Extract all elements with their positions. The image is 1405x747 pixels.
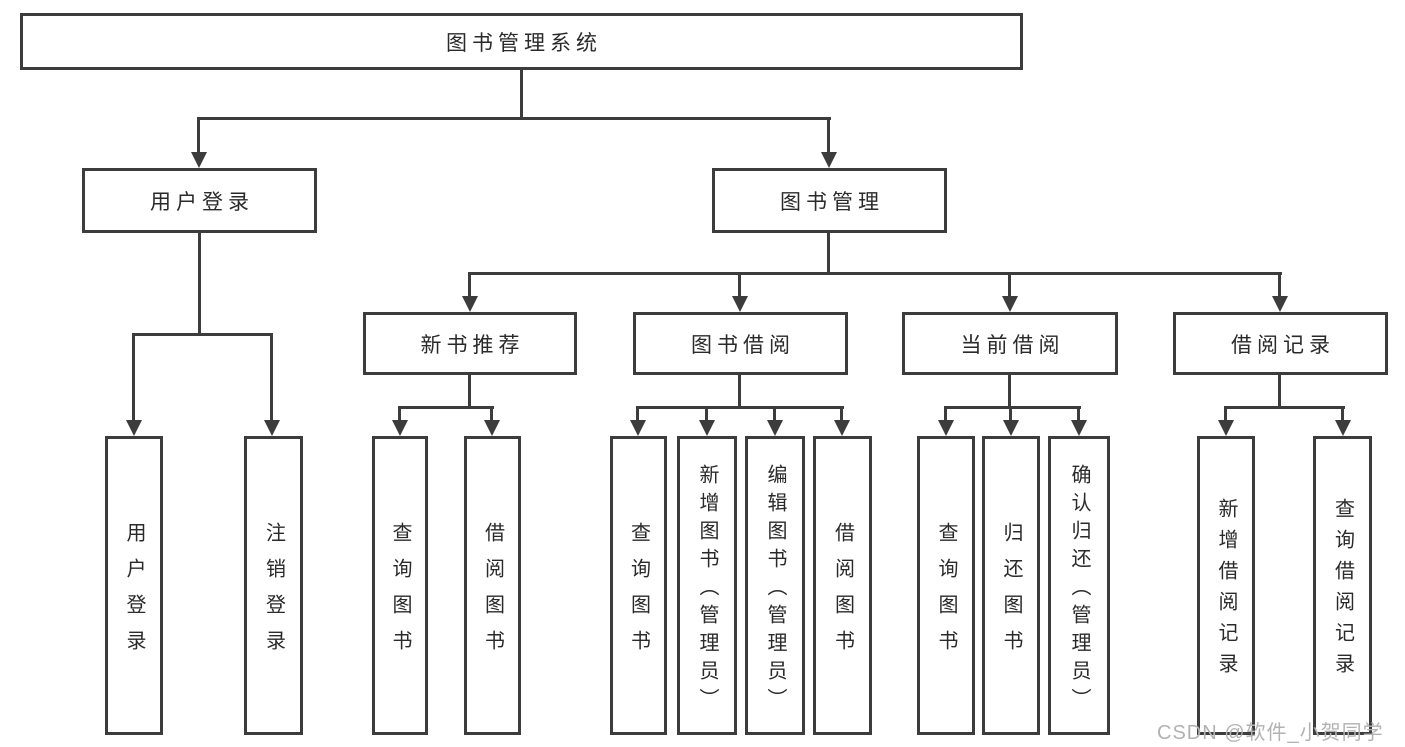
connector-line <box>1224 406 1345 409</box>
node-borrow-records-label: 借阅记录 <box>1231 333 1335 357</box>
leaf-add-borrow-record-label: 新增借阅记录 <box>1215 498 1237 684</box>
leaf-logout: 注销登录 <box>244 436 303 735</box>
node-user-login: 用户登录 <box>82 168 317 233</box>
connector-line <box>738 272 741 298</box>
arrow-down-icon <box>126 420 142 436</box>
arrow-down-icon <box>191 152 207 168</box>
node-current-borrowing-label: 当前借阅 <box>960 333 1065 357</box>
leaf-return-book: 归还图书 <box>982 436 1040 735</box>
node-borrow-records: 借阅记录 <box>1173 312 1388 375</box>
connector-line <box>132 333 273 336</box>
connector-line <box>197 117 200 155</box>
connector-line <box>944 406 947 422</box>
leaf-add-book-admin-label: 新增图书（管理员） <box>696 463 718 716</box>
arrow-down-icon <box>938 420 954 436</box>
csdn-watermark: CSDN @软件_小贺同学 <box>1157 722 1384 744</box>
node-new-book-recommend: 新书推荐 <box>363 312 577 375</box>
leaf-borrow-books-2-label: 借阅图书 <box>831 521 854 666</box>
leaf-query-books-1-label: 查询图书 <box>389 521 411 666</box>
leaf-edit-book-admin-label: 编辑图书（管理员） <box>764 463 786 716</box>
node-book-management: 图书管理 <box>712 168 947 233</box>
leaf-borrow-books-1: 借阅图书 <box>464 436 521 735</box>
leaf-add-borrow-record: 新增借阅记录 <box>1197 436 1255 735</box>
connector-line <box>398 406 401 422</box>
connector-line <box>1009 406 1012 422</box>
node-book-management-label: 图书管理 <box>780 190 884 214</box>
connector-line <box>705 406 708 422</box>
leaf-query-books-2-label: 查询图书 <box>627 521 650 666</box>
arrow-down-icon <box>1003 420 1019 436</box>
connector-line <box>1278 375 1281 408</box>
connector-line <box>1224 406 1227 422</box>
node-book-borrowing: 图书借阅 <box>633 312 848 375</box>
arrow-down-icon <box>630 420 646 436</box>
arrow-down-icon <box>699 420 715 436</box>
node-user-login-label: 用户登录 <box>150 190 254 214</box>
connector-line <box>636 406 639 422</box>
node-current-borrowing: 当前借阅 <box>902 312 1118 375</box>
connector-line <box>840 406 843 422</box>
leaf-query-books-3: 查询图书 <box>917 436 975 735</box>
arrow-down-icon <box>264 420 280 436</box>
connector-line <box>398 406 494 409</box>
connector-line <box>636 406 844 409</box>
arrow-down-icon <box>1002 296 1018 312</box>
node-root: 图书管理系统 <box>20 13 1023 70</box>
arrow-down-icon <box>392 420 408 436</box>
connector-line <box>1077 406 1080 422</box>
leaf-return-book-label: 归还图书 <box>1000 521 1022 666</box>
arrow-down-icon <box>732 296 748 312</box>
leaf-logout-label: 注销登录 <box>262 521 285 666</box>
connector-line <box>270 333 273 422</box>
arrow-down-icon <box>1335 420 1351 436</box>
leaf-query-borrow-record: 查询借阅记录 <box>1313 436 1372 735</box>
arrow-down-icon <box>1071 420 1087 436</box>
leaf-query-borrow-record-label: 查询借阅记录 <box>1331 498 1354 684</box>
connector-line <box>1008 272 1011 298</box>
connector-line <box>520 70 523 118</box>
connector-line <box>1341 406 1344 422</box>
connector-line <box>197 117 831 120</box>
leaf-query-books-1: 查询图书 <box>372 436 428 735</box>
connector-line <box>468 272 1282 275</box>
arrow-down-icon <box>767 420 783 436</box>
leaf-query-books-3-label: 查询图书 <box>935 521 957 666</box>
connector-line <box>738 375 741 408</box>
leaf-confirm-return-admin-label: 确认归还（管理员） <box>1068 463 1090 716</box>
leaf-borrow-books-1-label: 借阅图书 <box>481 521 504 666</box>
arrow-down-icon <box>462 296 478 312</box>
connector-line <box>827 117 830 155</box>
leaf-add-book-admin: 新增图书（管理员） <box>677 436 737 735</box>
arrow-down-icon <box>834 420 850 436</box>
leaf-borrow-books-2: 借阅图书 <box>813 436 872 735</box>
connector-line <box>1278 272 1281 298</box>
connector-line <box>132 333 135 422</box>
leaf-confirm-return-admin: 确认归还（管理员） <box>1048 436 1110 735</box>
node-book-borrowing-label: 图书借阅 <box>691 333 795 357</box>
connector-line <box>944 406 1081 409</box>
arrow-down-icon <box>1218 420 1234 436</box>
leaf-user-login-label: 用户登录 <box>123 521 145 666</box>
node-new-book-recommend-label: 新书推荐 <box>420 333 525 357</box>
connector-line <box>1008 375 1011 408</box>
connector-line <box>827 233 830 274</box>
leaf-user-login: 用户登录 <box>105 436 163 735</box>
leaf-query-books-2: 查询图书 <box>610 436 667 735</box>
connector-line <box>468 272 471 298</box>
arrow-down-icon <box>821 152 837 168</box>
connector-line <box>773 406 776 422</box>
connector-line <box>198 233 201 335</box>
connector-line <box>490 406 493 422</box>
node-root-label: 图书管理系统 <box>446 31 602 55</box>
connector-line <box>468 375 471 408</box>
leaf-edit-book-admin: 编辑图书（管理员） <box>745 436 805 735</box>
arrow-down-icon <box>1272 296 1288 312</box>
arrow-down-icon <box>484 420 500 436</box>
